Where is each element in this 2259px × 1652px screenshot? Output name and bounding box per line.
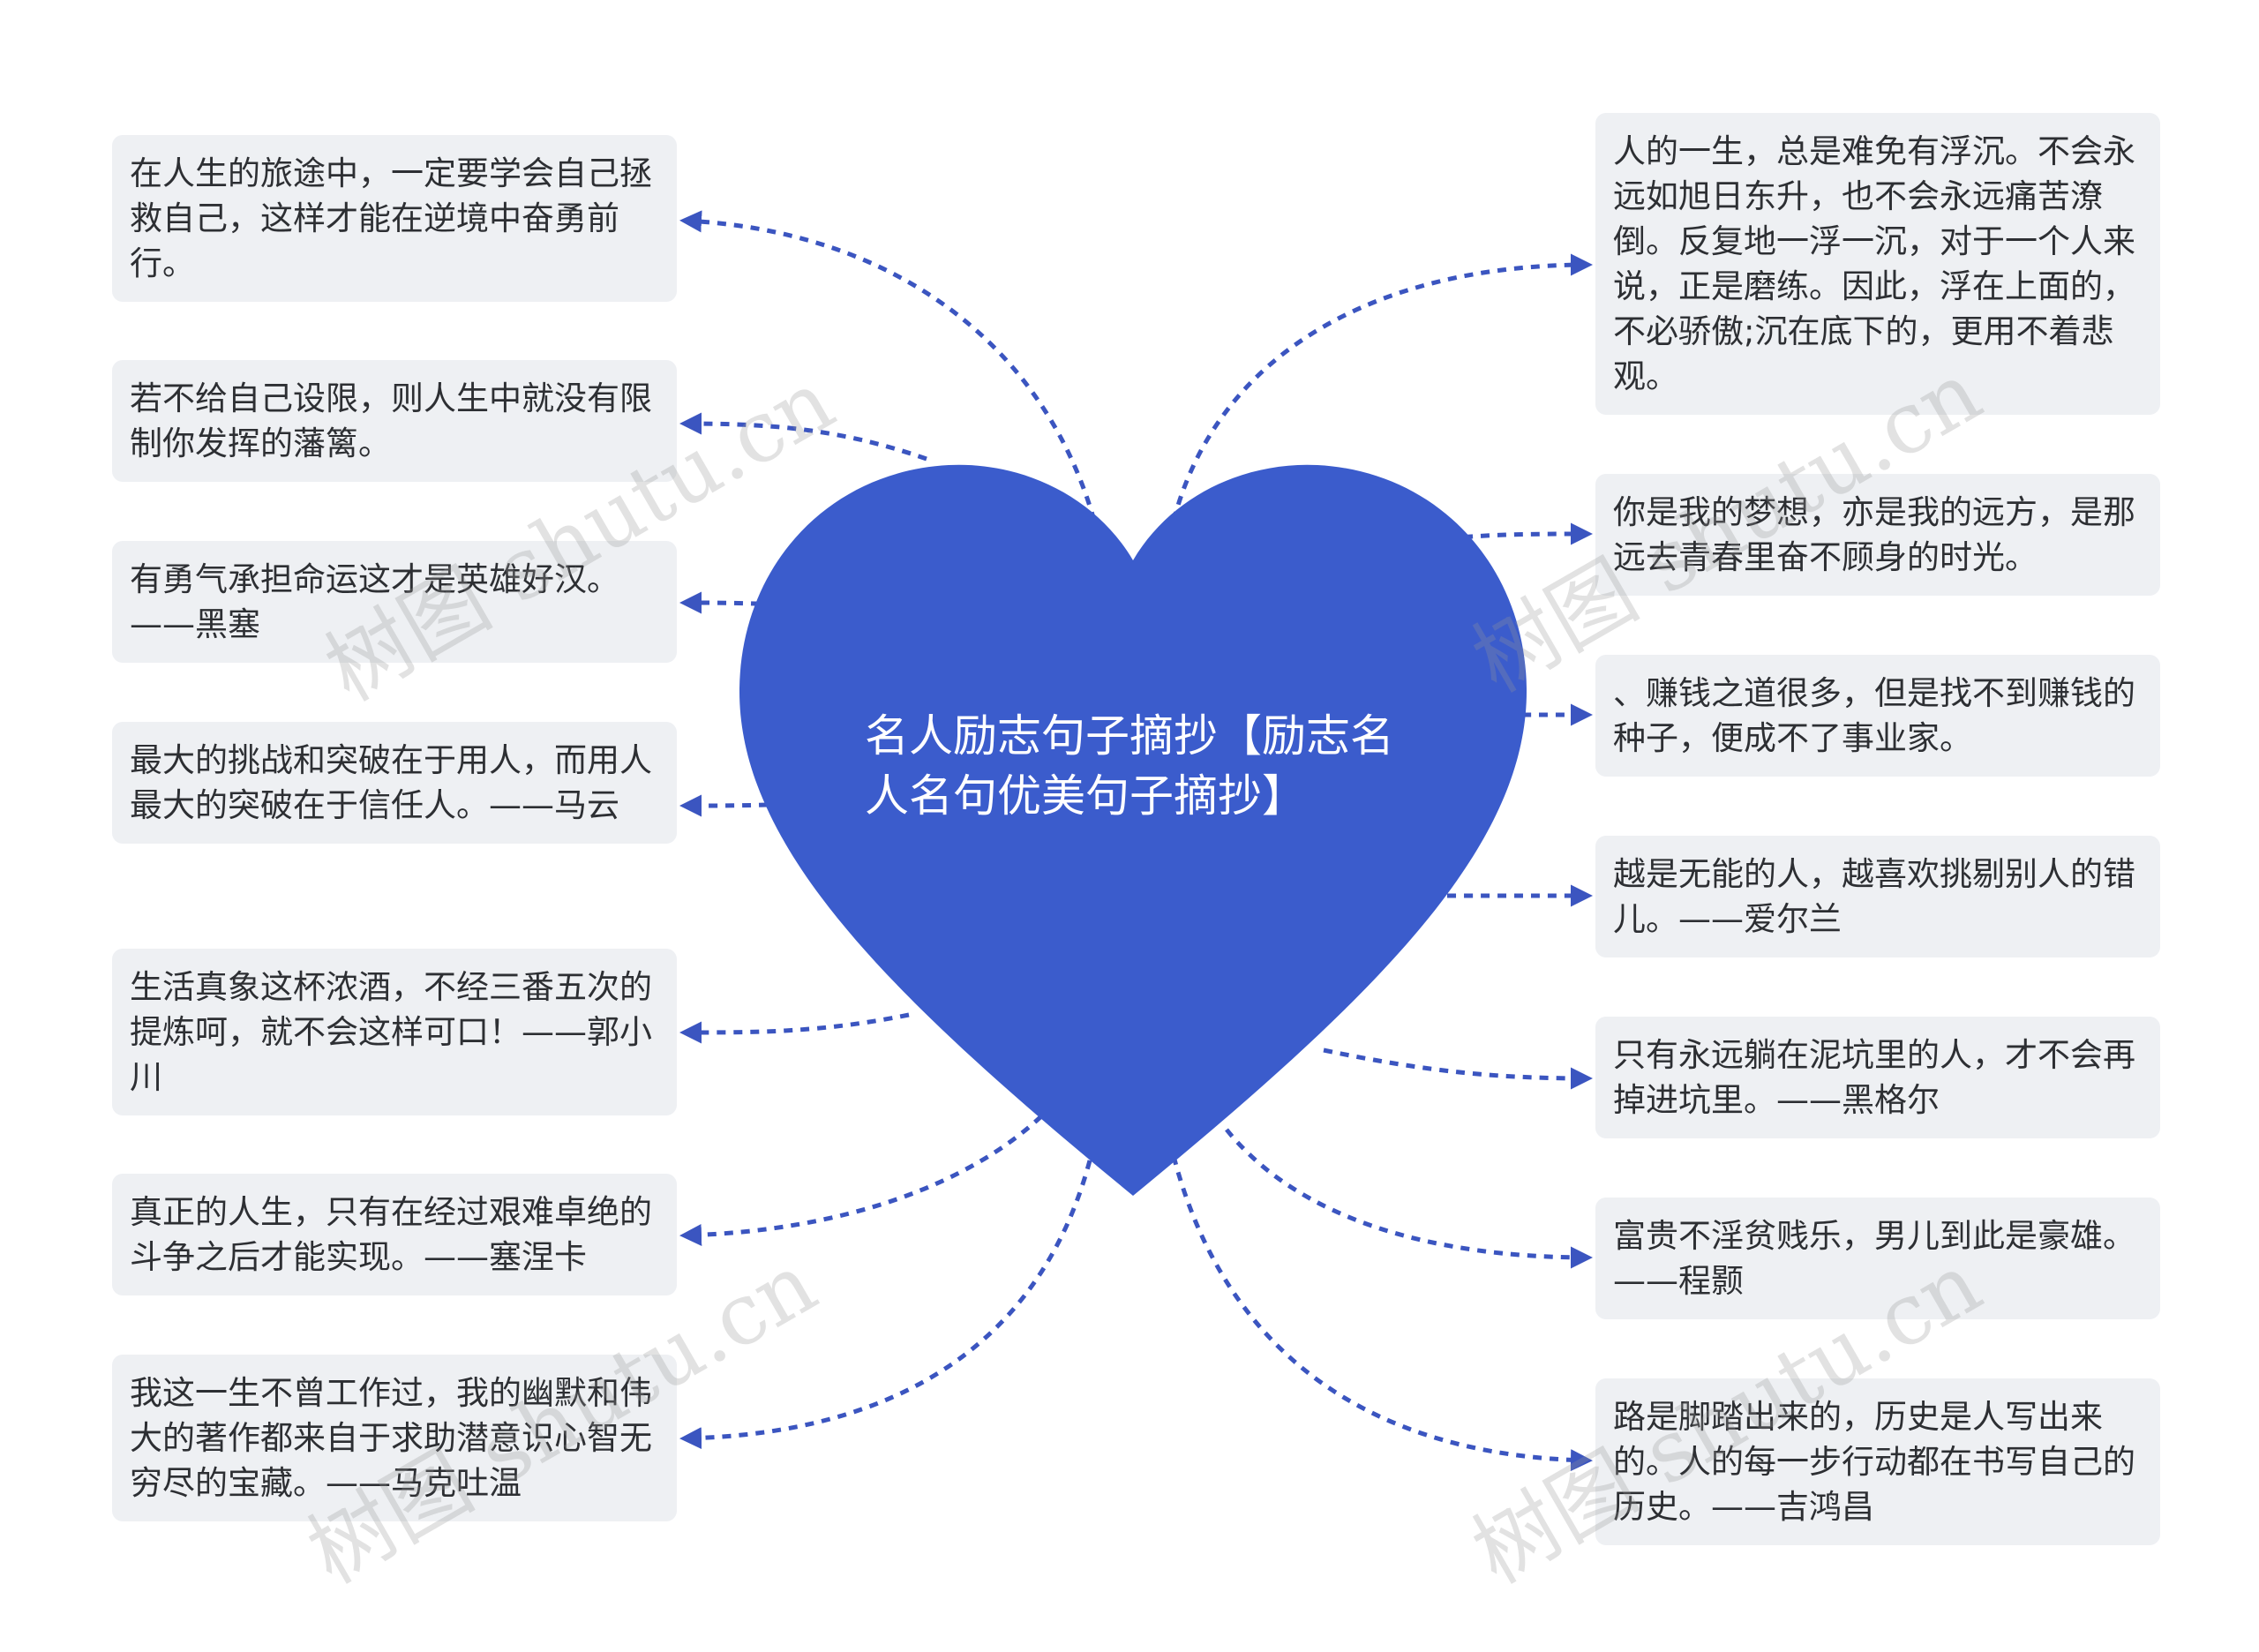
left-node-5[interactable]: 生活真象这杯浓酒，不经三番五次的提炼呵，就不会这样可口！——郭小川 [112, 949, 677, 1115]
right-node-5[interactable]: 只有永远躺在泥坑里的人，才不会再掉进坑里。——黑格尔 [1595, 1017, 2160, 1138]
right-node-3[interactable]: 、赚钱之道很多，但是找不到赚钱的种子，便成不了事业家。 [1595, 655, 2160, 777]
right-node-1[interactable]: 人的一生，总是难免有浮沉。不会永远如旭日东升，也不会永远痛苦潦倒。反复地一浮一沉… [1595, 113, 2160, 415]
connector-left-1 [679, 210, 1097, 522]
left-node-6[interactable]: 真正的人生，只有在经过艰难卓绝的斗争之后才能实现。——塞涅卡 [112, 1174, 677, 1295]
connector-right-7 [1171, 1155, 1593, 1472]
right-node-4[interactable]: 越是无能的人，越喜欢挑剔别人的错儿。——爱尔兰 [1595, 836, 2160, 957]
connector-right-6 [1225, 1128, 1593, 1269]
connector-right-5 [1323, 1048, 1593, 1090]
connector-left-4 [679, 794, 769, 817]
left-node-7[interactable]: 我这一生不曾工作过，我的幽默和伟大的著作都来自于求助潜意识心智无穷尽的宝藏。——… [112, 1355, 677, 1521]
left-node-4[interactable]: 最大的挑战和突破在于用人，而用人最大的突破在于信任人。——马云 [112, 722, 677, 844]
left-node-1[interactable]: 在人生的旅途中，一定要学会自己拯救自己，这样才能在逆境中奋勇前行。 [112, 135, 677, 302]
right-node-7[interactable]: 路是脚踏出来的，历史是人写出来的。人的每一步行动都在书写自己的历史。——吉鸿昌 [1595, 1378, 2160, 1545]
center-title[interactable]: 名人励志句子摘抄【励志名人名句优美句子摘抄】 [865, 710, 1394, 822]
connector-left-2 [679, 412, 927, 462]
right-node-2[interactable]: 你是我的梦想，亦是我的远方，是那远去青春里奋不顾身的时光。 [1595, 474, 2160, 596]
left-node-2[interactable]: 若不给自己设限，则人生中就没有限制你发挥的藩篱。 [112, 360, 677, 482]
connector-right-2 [1446, 522, 1593, 545]
right-node-6[interactable]: 富贵不淫贫贱乐，男儿到此是豪雄。——程颢 [1595, 1198, 2160, 1319]
connector-left-7 [679, 1160, 1092, 1450]
connector-right-1 [1171, 253, 1593, 522]
connector-left-6 [679, 1115, 1043, 1246]
left-node-3[interactable]: 有勇气承担命运这才是英雄好汉。——黑塞 [112, 541, 677, 663]
connector-left-3 [679, 591, 777, 614]
connector-left-5 [679, 1012, 910, 1044]
